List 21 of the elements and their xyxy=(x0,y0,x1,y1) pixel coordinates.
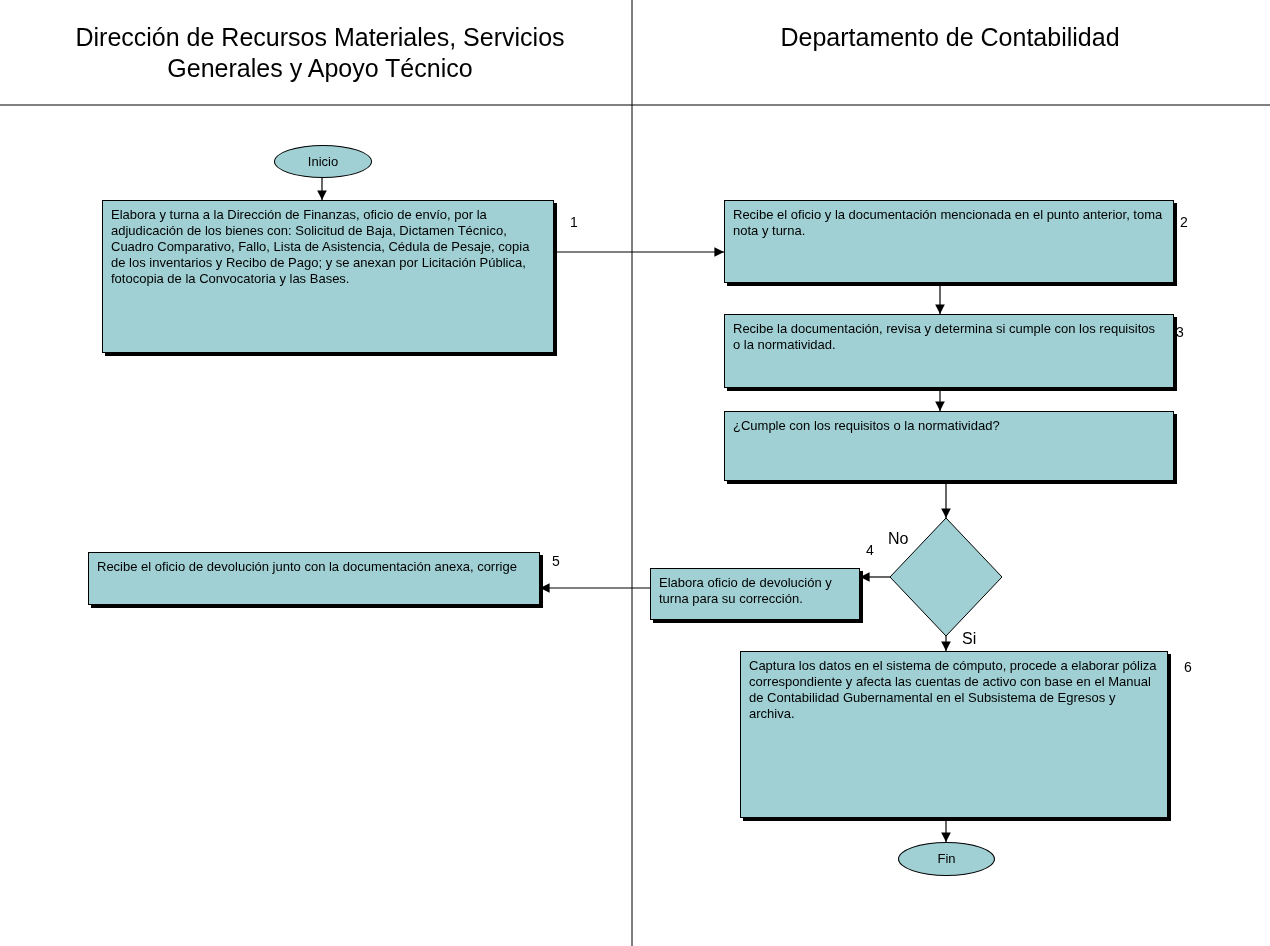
process-box: Elabora y turna a la Dirección de Finanzas, oficio de envío, por la adjudicación de los bienes con: Solicitud de Baja, Dictamen Técnico, Cuadro Comparativo, Fallo, Lista de Asistencia, Cédula de Pesaje, copia de los inventarios y Recibo de Pago; y se anexan por Licitación Pública, fotocopia de la Convocatoria y las Bases. xyxy=(102,200,554,353)
arrow xyxy=(941,635,951,652)
process-box: Captura los datos en el sistema de cómputo, procede a elaborar póliza correspondiente y afecta las cuentas de activo con base en el Manual de Contabilidad Gubernamental en el Subsistema de Egresos y archiva. xyxy=(740,651,1168,818)
edge-label: No xyxy=(888,530,909,548)
process-box: ¿Cumple con los requisitos o la normatividad? xyxy=(724,411,1174,481)
process-box: Recibe el oficio y la documentación mencionada en el punto anterior, toma nota y turna. xyxy=(724,200,1174,283)
lane-header: Dirección de Recursos Materiales, Servicios Generales y Apoyo Técnico xyxy=(74,22,566,84)
step-number: 6 xyxy=(1184,659,1192,675)
step-number: 5 xyxy=(552,553,560,569)
step-number: 4 xyxy=(866,542,874,558)
step-number: 1 xyxy=(570,214,578,230)
process-box: Recibe el oficio de devolución junto con la documentación anexa, corrige xyxy=(88,552,540,605)
process-box: Recibe la documentación, revisa y determina si cumple con los requisitos o la normatividad. xyxy=(724,314,1174,388)
arrow xyxy=(317,177,327,201)
terminal-oval: Inicio xyxy=(274,145,372,178)
lane-header: Departamento de Contabilidad xyxy=(779,22,1121,53)
step-number: 3 xyxy=(1176,324,1184,340)
edge-label: Si xyxy=(962,630,977,648)
process-box: Elabora oficio de devolución y turna para su corrección. xyxy=(650,568,860,620)
terminal-oval: Fin xyxy=(898,842,995,876)
step-number: 2 xyxy=(1180,214,1188,230)
